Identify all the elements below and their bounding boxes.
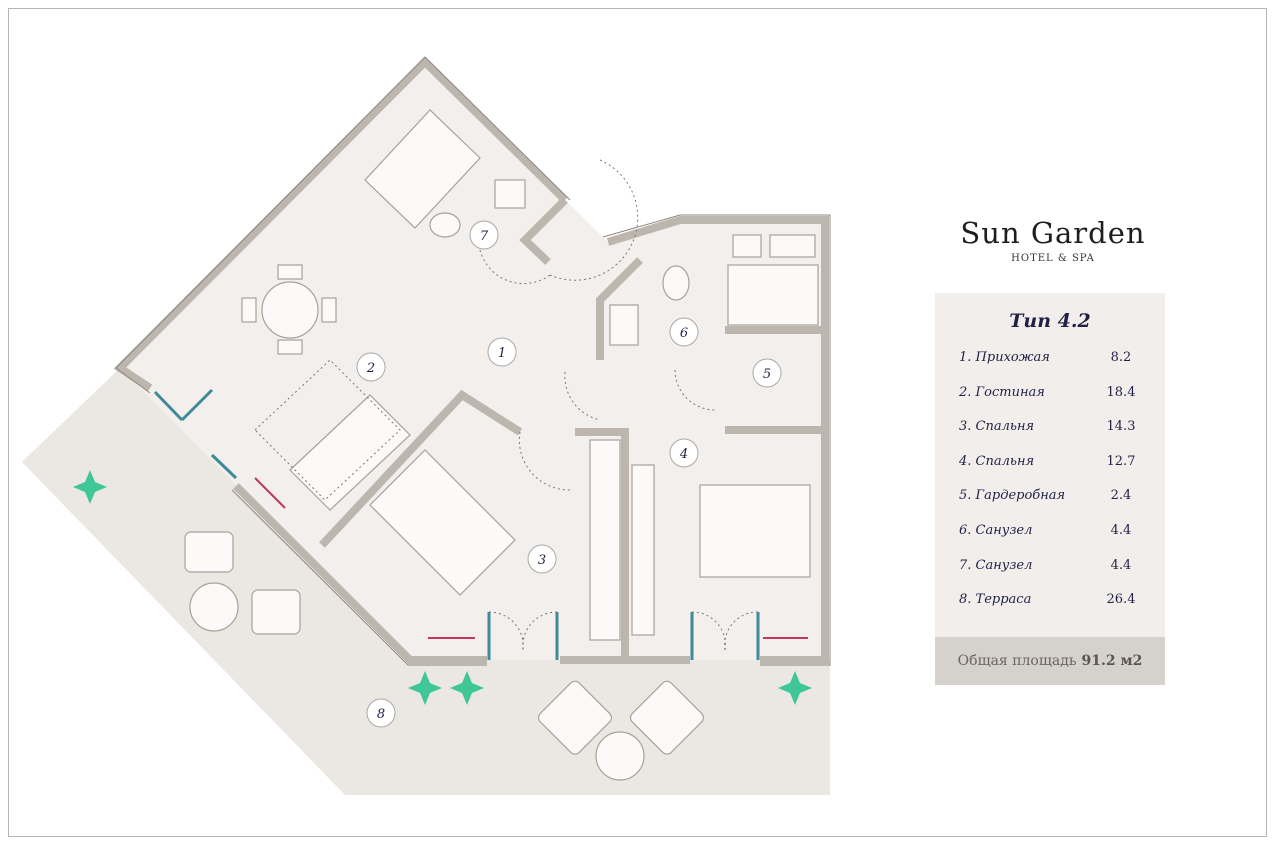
bathroom-6-fixtures	[609, 234, 819, 346]
room-area: 18.4	[1106, 384, 1136, 400]
room-area: 4.4	[1110, 557, 1132, 573]
room-label: 8. Терраса	[959, 592, 1032, 608]
svg-text:2: 2	[366, 361, 375, 376]
plant-icon	[450, 671, 484, 705]
room-area: 12.7	[1106, 453, 1136, 469]
room-marker-5: 5	[752, 358, 782, 388]
total-value: 91.2 м2	[1081, 653, 1143, 669]
room-area: 8.2	[1110, 350, 1132, 365]
room-label: 7. Санузел	[959, 557, 1033, 573]
room-area: 2.4	[1110, 488, 1132, 504]
legend-row: 6. Санузел 4.4	[935, 523, 1165, 558]
walls	[113, 56, 829, 664]
svg-text:8: 8	[377, 707, 385, 722]
room-marker-1: 1	[487, 337, 517, 367]
room-marker-2: 2	[356, 352, 386, 382]
legend-title: Тип 4.2	[1009, 310, 1091, 332]
furniture	[289, 394, 811, 641]
room-label: 6. Санузел	[959, 522, 1033, 538]
dining-table	[241, 264, 337, 355]
room-label: 5. Гардеробная	[959, 488, 1066, 504]
wall-outlines	[115, 56, 831, 666]
legend-row: 1. Прихожая 8.2	[935, 350, 1165, 385]
radiators	[254, 477, 808, 639]
svg-text:1: 1	[498, 346, 506, 361]
svg-text:3: 3	[538, 553, 546, 568]
total-label: Общая площадь	[957, 653, 1077, 669]
legend-row: 7. Санузел 4.4	[935, 558, 1165, 593]
svg-text:7: 7	[480, 229, 489, 244]
room-marker-7: 7	[469, 220, 499, 250]
room-marker-6: 6	[669, 317, 699, 347]
legend-row: 2. Гостиная 18.4	[935, 385, 1165, 420]
room-label: 2. Гостиная	[959, 384, 1045, 400]
terrace-area	[22, 368, 830, 795]
legend-row: 8. Терраса 26.4	[935, 592, 1165, 627]
bed-room-3	[369, 449, 516, 596]
plant-icon	[778, 671, 812, 705]
room-label: 4. Спальня	[959, 453, 1035, 469]
plant-icon	[408, 671, 442, 705]
bed-room-4	[699, 484, 811, 578]
room-marker-3: 3	[527, 544, 557, 574]
legend-row: 4. Спальня 12.7	[935, 454, 1165, 489]
room-label: 3. Спальня	[959, 419, 1035, 435]
room-area: 4.4	[1110, 522, 1132, 538]
page-frame	[8, 8, 1267, 837]
legend-row: 3. Спальня 14.3	[935, 419, 1165, 454]
wardrobe	[589, 439, 621, 641]
plant-icons	[73, 470, 812, 705]
room-area: 26.4	[1106, 592, 1136, 608]
svg-text:6: 6	[680, 326, 688, 341]
plant-icon	[73, 470, 107, 504]
room-marker-8: 8	[366, 698, 396, 728]
room-markers: 1 2 3 4 5 6 7 8	[356, 220, 782, 728]
brand-subtitle: HOTEL & SPA	[1011, 253, 1095, 264]
area-legend: Тип 4.2 1. Прихожая 8.2 2. Гостиная 18.4 3…	[935, 293, 1165, 685]
sofa	[289, 394, 411, 511]
door-swings	[254, 159, 759, 651]
brand-logo: Sun Garden HOTEL & SPA	[936, 215, 1170, 264]
room-label: 1. Прихожая	[959, 350, 1050, 365]
svg-text:5: 5	[763, 367, 771, 382]
brand-name: Sun Garden	[960, 216, 1146, 250]
legend-row: 5. Гардеробная 2.4	[935, 488, 1165, 523]
bathroom-7-fixtures	[364, 109, 526, 238]
terrace-furniture	[184, 531, 705, 781]
room-area: 14.3	[1106, 419, 1136, 435]
glass-doors	[153, 388, 760, 660]
svg-text:4: 4	[679, 447, 688, 462]
room-marker-4: 4	[669, 438, 699, 468]
